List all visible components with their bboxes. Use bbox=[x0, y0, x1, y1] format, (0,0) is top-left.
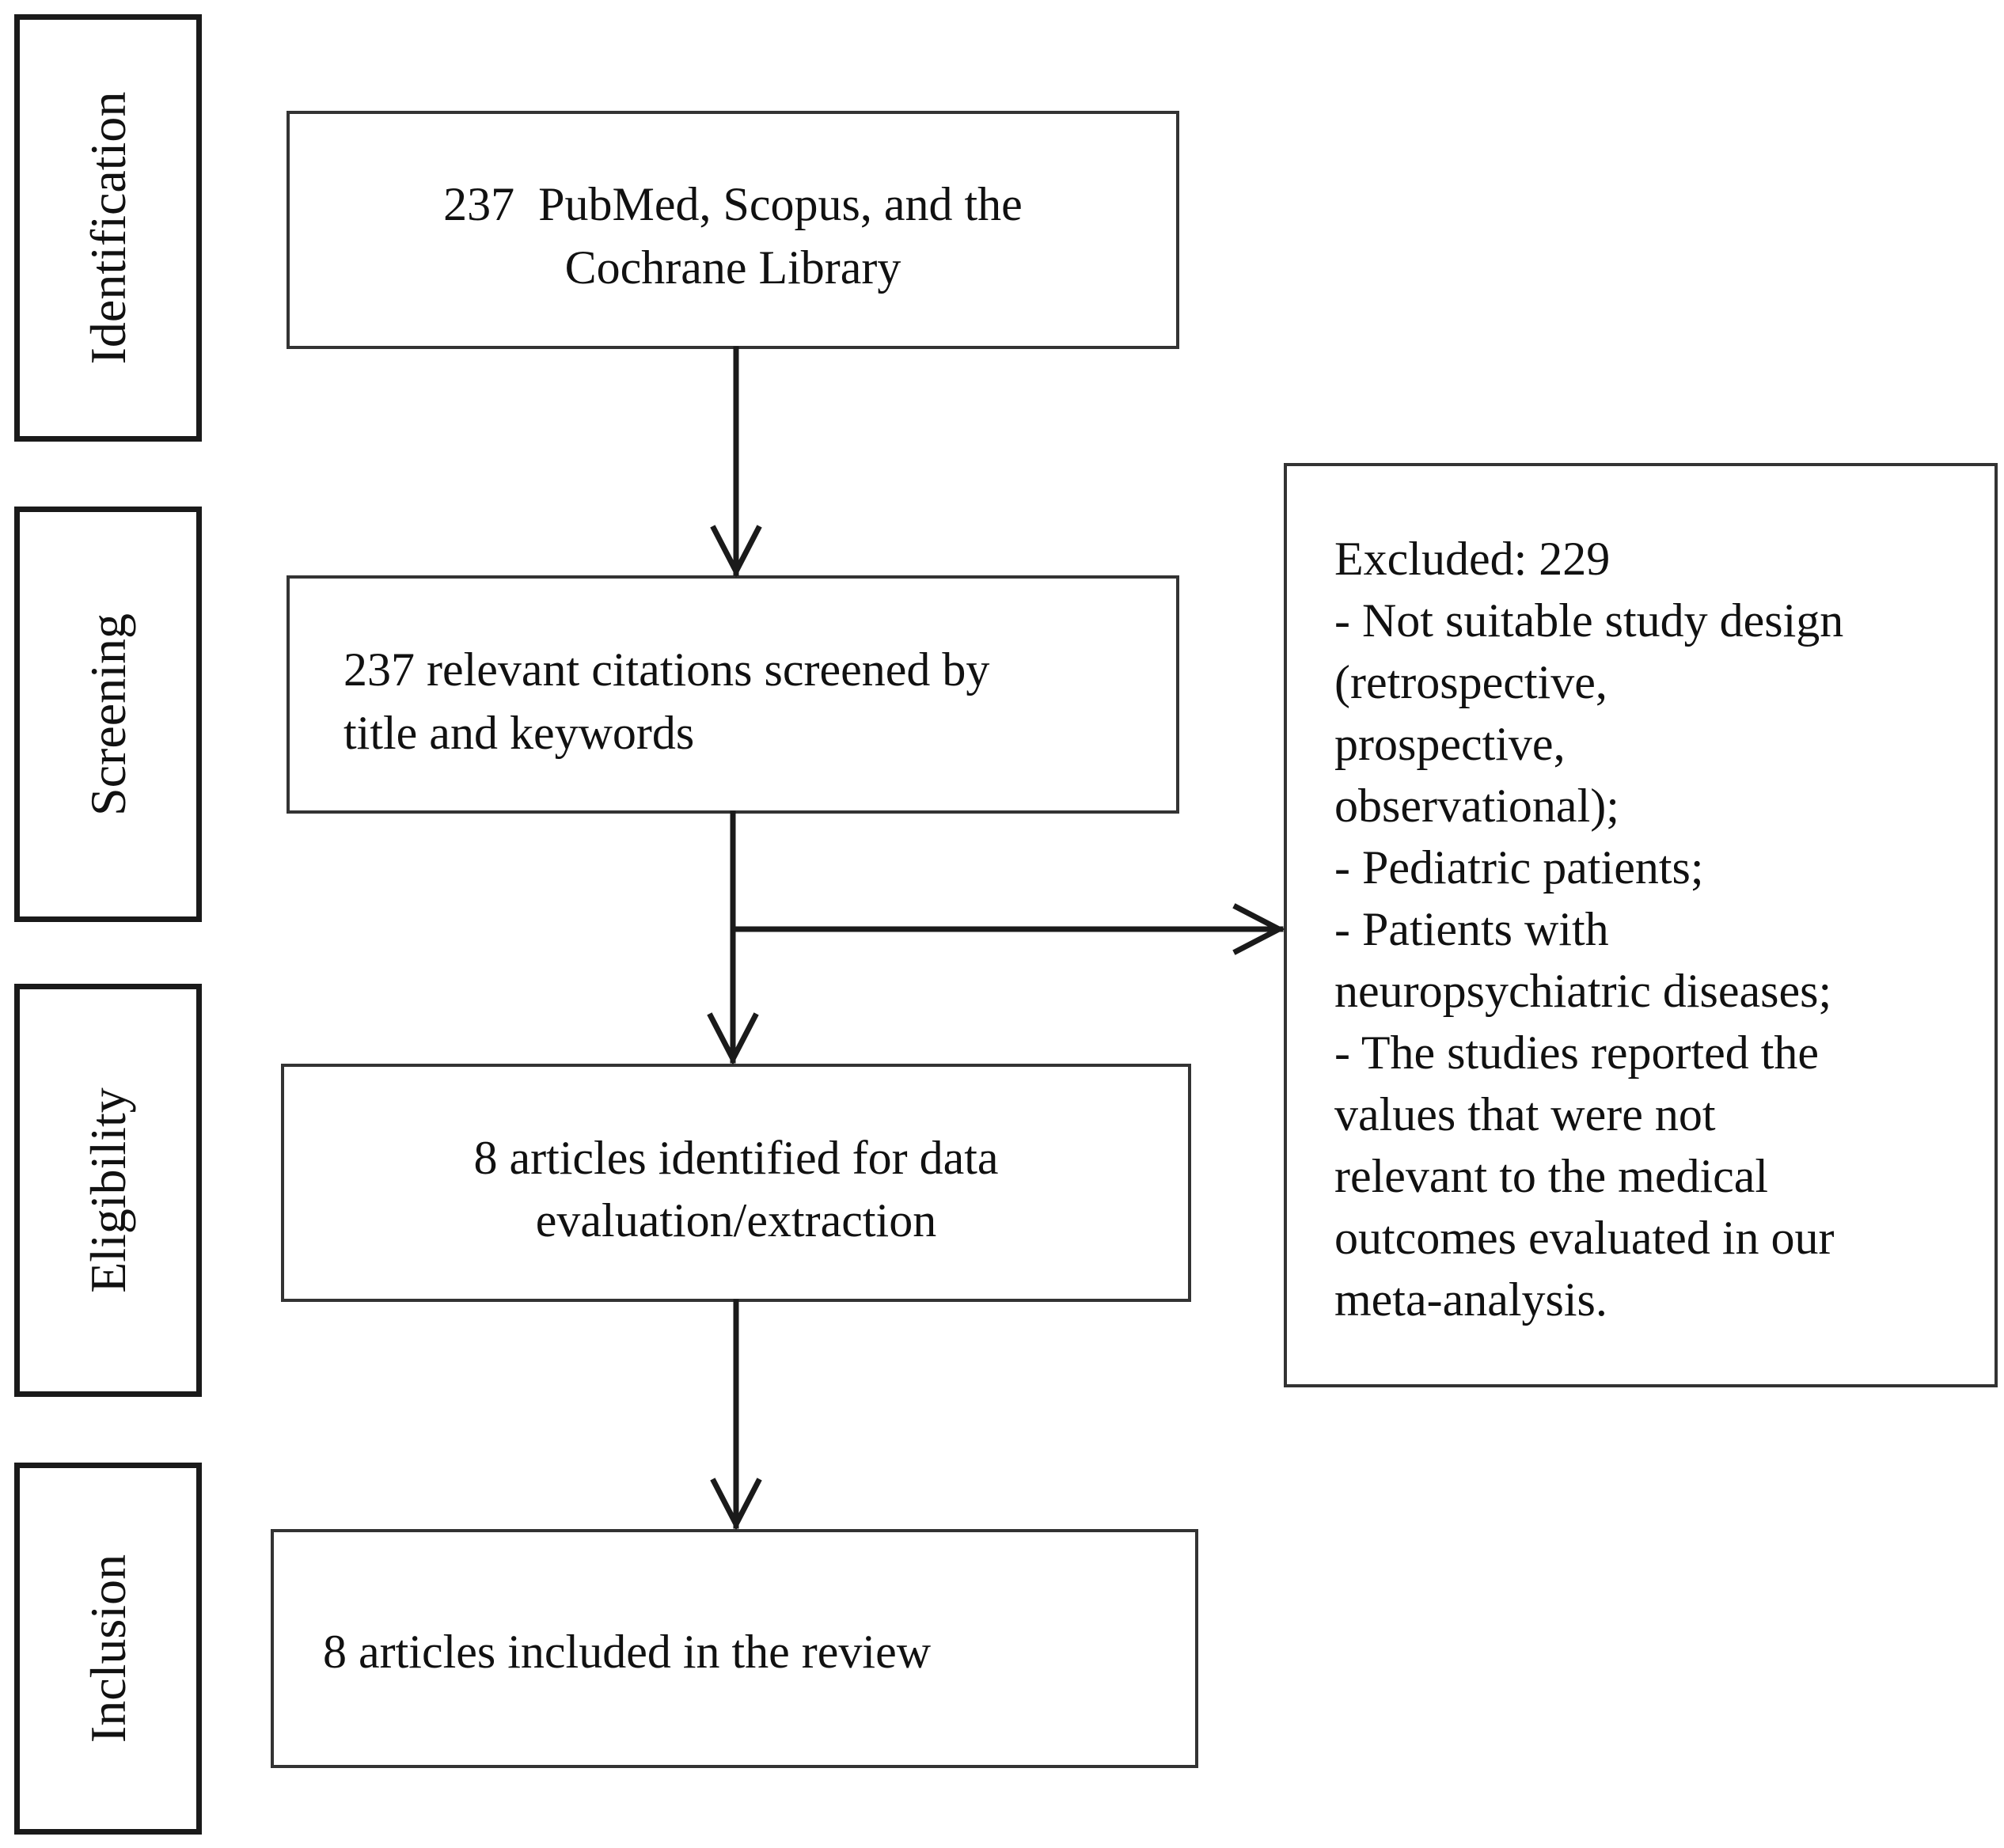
arrowhead-eligibility-to-inclusion bbox=[710, 1478, 762, 1531]
excluded-reason-line: (retrospective, bbox=[1334, 656, 1607, 708]
eligibility-box-line-1: 8 articles identified for data bbox=[473, 1132, 999, 1184]
excluded-reason-line: - Patients with bbox=[1334, 903, 1609, 955]
stage-identification: Identification bbox=[14, 14, 202, 442]
screening-box-line-1: 237 relevant citations screened by bbox=[343, 643, 990, 696]
excluded-reason-line: values that were not bbox=[1334, 1088, 1716, 1140]
identification-box: 237 PubMed, Scopus, and the Cochrane Lib… bbox=[287, 111, 1179, 349]
excluded-reason-line: neuropsychiatric diseases; bbox=[1334, 965, 1832, 1017]
arrowhead-identification-to-screening bbox=[710, 525, 762, 578]
excluded-reasons-list: - Not suitable study design (retrospecti… bbox=[1334, 590, 1843, 1330]
excluded-reason-line: observational); bbox=[1334, 780, 1619, 832]
identification-box-line-1: 237 PubMed, Scopus, and the bbox=[443, 178, 1023, 230]
inclusion-box: 8 articles included in the review bbox=[271, 1529, 1198, 1768]
arrowhead-screening-to-eligibility bbox=[707, 1012, 759, 1065]
stage-inclusion: Inclusion bbox=[14, 1463, 202, 1835]
arrowhead-screening-to-excluded bbox=[1232, 903, 1285, 955]
excluded-reason-line: meta-analysis. bbox=[1334, 1273, 1607, 1326]
eligibility-box-line-2: evaluation/extraction bbox=[535, 1194, 937, 1247]
excluded-reason-line: - Pediatric patients; bbox=[1334, 841, 1704, 894]
stage-eligibility: Eligibility bbox=[14, 984, 202, 1397]
identification-box-line-2: Cochrane Library bbox=[564, 241, 901, 294]
excluded-reason-line: prospective, bbox=[1334, 718, 1566, 770]
excluded-reason-line: outcomes evaluated in our bbox=[1334, 1212, 1835, 1264]
excluded-box: Excluded: 229 - Not suitable study desig… bbox=[1284, 463, 1998, 1387]
excluded-heading: Excluded: 229 bbox=[1334, 533, 1611, 585]
eligibility-box: 8 articles identified for data evaluatio… bbox=[281, 1064, 1191, 1302]
excluded-reason-line: - Not suitable study design bbox=[1334, 594, 1844, 647]
excluded-reason-line: - The studies reported the bbox=[1334, 1026, 1820, 1079]
screening-box-line-2: title and keywords bbox=[343, 707, 695, 759]
inclusion-box-line-1: 8 articles included in the review bbox=[323, 1626, 932, 1678]
stage-screening: Screening bbox=[14, 507, 202, 922]
excluded-reason-line: relevant to the medical bbox=[1334, 1150, 1769, 1202]
screening-box: 237 relevant citations screened by title… bbox=[287, 575, 1179, 814]
excluded-box-text: Excluded: 229 - Not suitable study desig… bbox=[1334, 528, 1843, 1330]
